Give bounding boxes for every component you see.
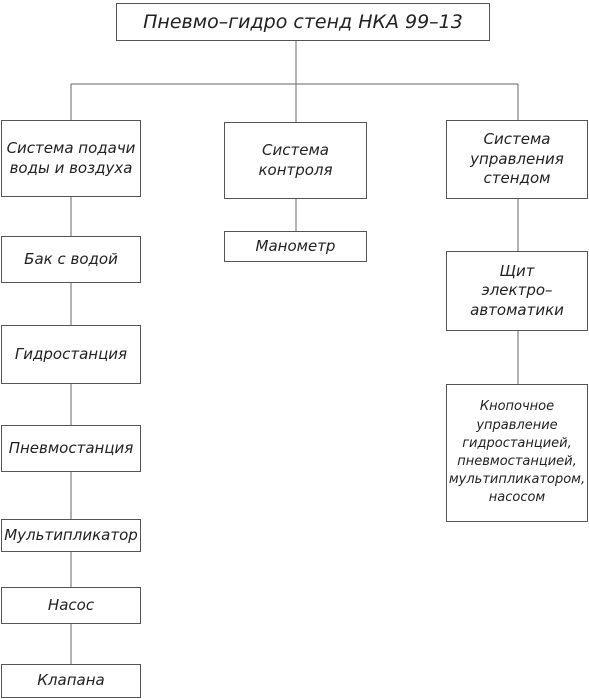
node-label: Мультипликатор	[4, 525, 138, 544]
node-manometer: Манометр	[224, 231, 367, 262]
diagram-title: Пневмо–гидро стенд НКА 99–13	[143, 10, 463, 33]
node-hydro-station: Гидростанция	[1, 325, 141, 384]
node-label: Насос	[47, 595, 95, 614]
node-label: Щит электро– автоматики	[470, 261, 564, 319]
node-multiplier: Мультипликатор	[1, 519, 141, 552]
node-label: Гидростанция	[14, 344, 128, 363]
node-water-tank: Бак с водой	[1, 236, 141, 283]
node-label: Манометр	[255, 236, 336, 255]
node-pneumo-station: Пневмостанция	[1, 425, 141, 472]
branch-label: Система управления стендом	[470, 130, 564, 188]
diagram-title-box: Пневмо–гидро стенд НКА 99–13	[116, 3, 490, 41]
node-label: Пневмостанция	[8, 438, 134, 457]
node-electro-automation-panel: Щит электро– автоматики	[446, 251, 588, 331]
branch-label: Система контроля	[258, 141, 333, 179]
node-label: Кнопочное управление гидростанцией, пнев…	[448, 399, 586, 506]
node-label: Клапана	[37, 671, 105, 690]
node-push-button-control: Кнопочное управление гидростанцией, пнев…	[446, 384, 588, 522]
node-valves: Клапана	[1, 664, 141, 698]
node-label: Бак с водой	[24, 249, 118, 268]
branch-stand-control-system: Система управления стендом	[446, 120, 588, 199]
branch-label: Система подачи воды и воздуха	[6, 139, 136, 177]
branch-water-air-supply: Система подачи воды и воздуха	[1, 120, 141, 197]
node-pump: Насос	[1, 587, 141, 624]
branch-control-system: Система контроля	[224, 122, 367, 199]
